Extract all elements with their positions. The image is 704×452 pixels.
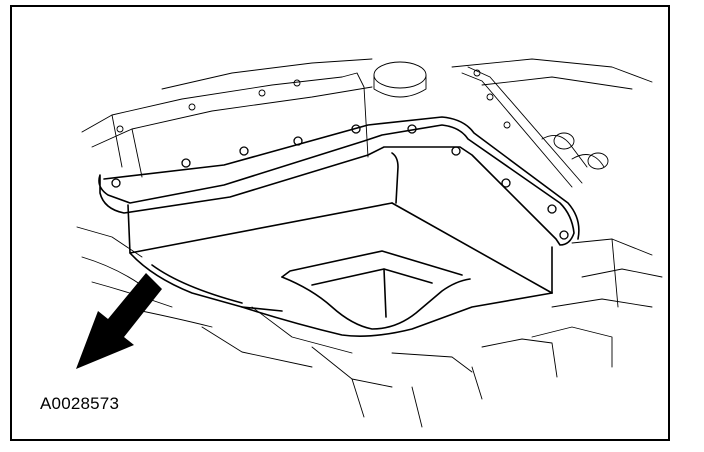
flange-bolts — [111, 124, 569, 240]
engine-block-background — [76, 58, 663, 428]
oil-pan-body — [127, 152, 553, 337]
figure-id-label: A0028573 — [40, 394, 120, 413]
oil-pan-illustration — [76, 58, 663, 428]
pointer-arrow — [76, 273, 162, 369]
figure-frame: A0028573 — [10, 5, 670, 441]
oil-pan-flange — [98, 116, 580, 246]
